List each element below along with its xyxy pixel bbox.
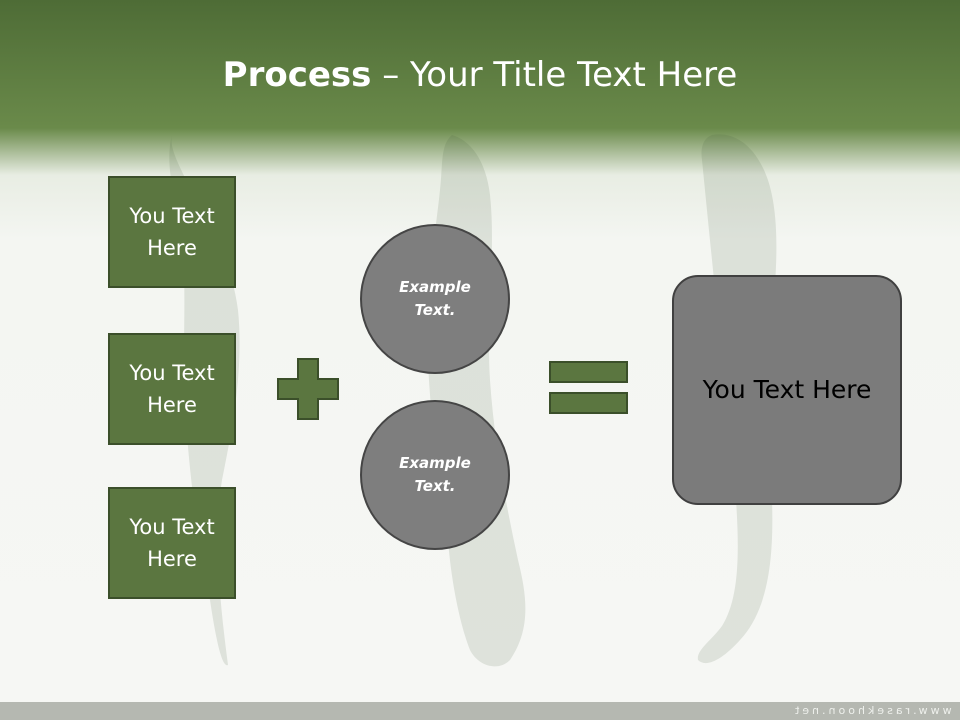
footer-bar: www.rasekhoon.net (0, 702, 960, 720)
input-box-1: You Text Here (108, 176, 236, 288)
input-box-label: You Text Here (129, 361, 215, 417)
equals-icon (549, 361, 628, 414)
title-bold: Process (222, 55, 372, 95)
footer-watermark: www.rasekhoon.net (792, 704, 952, 717)
input-box-label: You Text Here (129, 204, 215, 260)
input-box-3: You Text Here (108, 487, 236, 599)
result-box-label: You Text Here (702, 375, 872, 404)
input-box-label: You Text Here (129, 515, 215, 571)
example-circle-label: Example Text. (399, 454, 471, 495)
page-title: Process – Your Title Text Here (0, 54, 960, 96)
example-circle-2: Example Text. (360, 400, 510, 550)
result-box: You Text Here (672, 275, 902, 505)
title-rest: Your Title Text Here (410, 55, 738, 95)
example-circle-label: Example Text. (399, 278, 471, 319)
example-circle-1: Example Text. (360, 224, 510, 374)
input-box-2: You Text Here (108, 333, 236, 445)
title-dash: – (382, 55, 400, 95)
plus-icon (277, 358, 339, 420)
title-bar: Process – Your Title Text Here (0, 0, 960, 150)
